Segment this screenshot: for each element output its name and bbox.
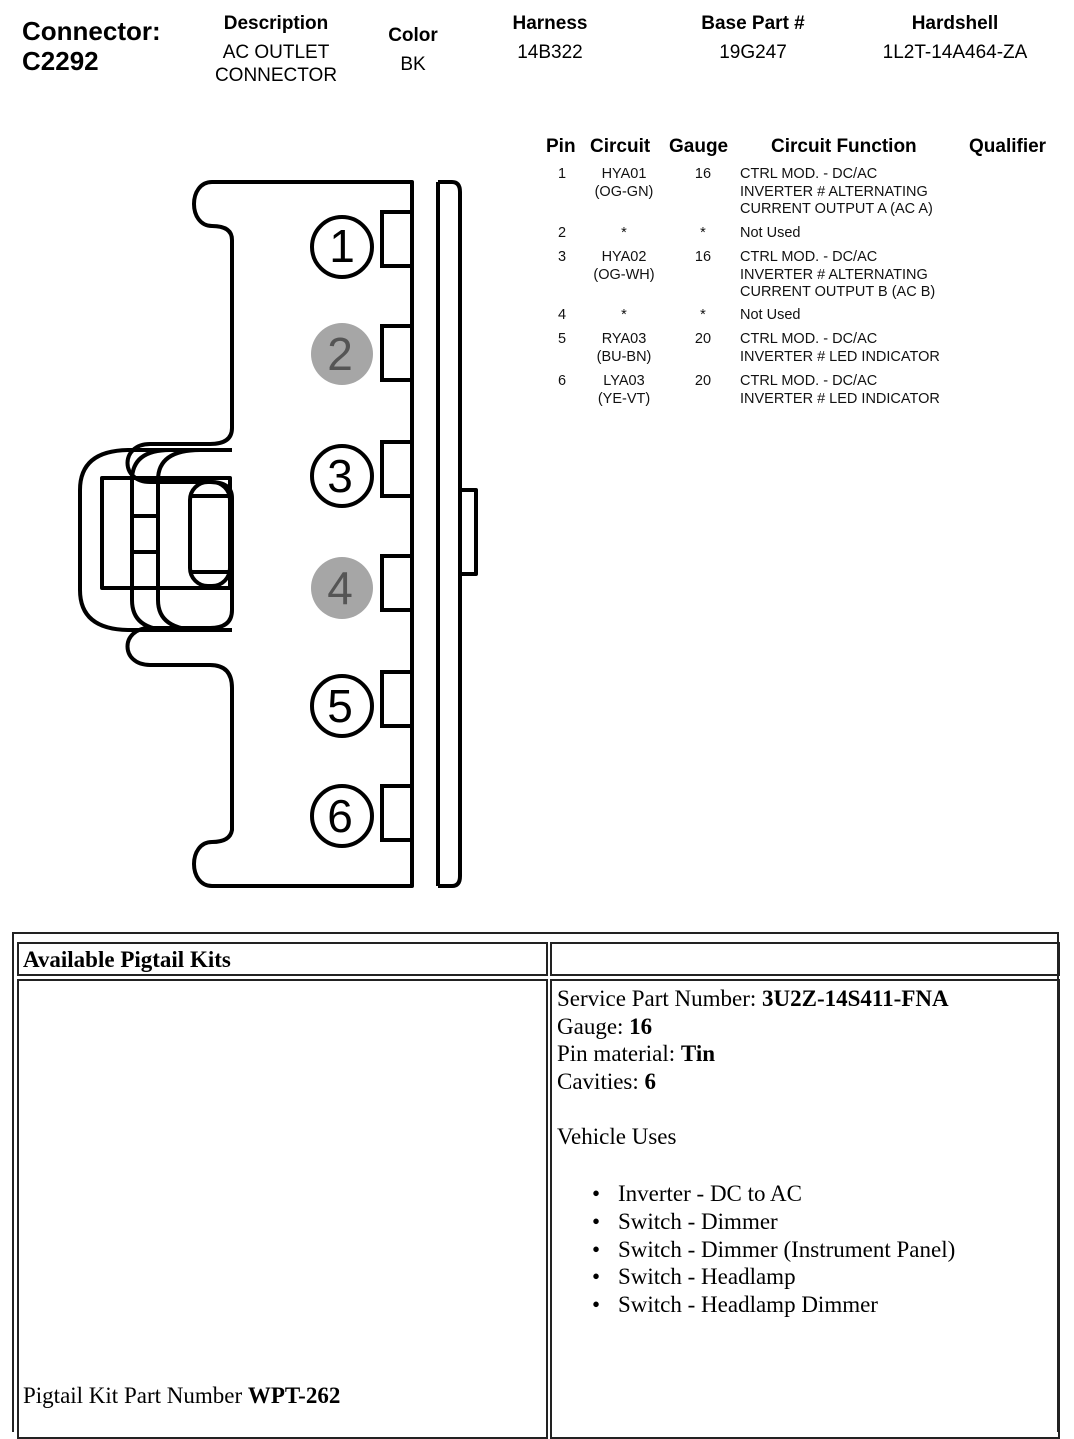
pin-5: 5	[310, 674, 374, 738]
pin-header: Pin	[546, 136, 576, 157]
bullet-icon: •	[592, 1208, 601, 1234]
connector-title: Connector: C2292	[22, 16, 161, 76]
pin-circle	[310, 784, 374, 848]
hardshell-label: Hardshell	[911, 13, 999, 34]
kit-title-cell: Available Pigtail Kits	[17, 942, 548, 976]
cavity-notches	[380, 210, 412, 842]
base-part-block: Base Part # 19G247	[678, 12, 828, 64]
pin-cell: 1	[557, 166, 567, 182]
connector-outline	[78, 180, 478, 888]
harness-value: 14B322	[517, 42, 583, 63]
service-part-number: Service Part Number: 3U2Z-14S411-FNA	[557, 986, 949, 1011]
harness-label: Harness	[512, 13, 588, 34]
color-block: Color BK	[368, 24, 458, 76]
circuit-cell: HYA01(OG-GN)	[594, 166, 654, 200]
function-cell: Not Used	[740, 225, 801, 241]
list-item: •Switch - Headlamp	[592, 1264, 796, 1290]
circuit-cell: *	[621, 307, 627, 323]
base-part-value: 19G247	[719, 42, 787, 63]
circuit-cell: LYA03(YE-VT)	[597, 373, 651, 407]
kit-header-empty-cell	[550, 942, 1060, 976]
bullet-icon: •	[592, 1236, 601, 1262]
list-item: •Switch - Dimmer (Instrument Panel)	[592, 1236, 956, 1262]
list-item: •Inverter - DC to AC	[592, 1181, 802, 1206]
bullet-icon: •	[592, 1264, 601, 1290]
gauge-spec: Gauge: 16	[557, 1014, 653, 1039]
pin-circle	[310, 215, 374, 279]
pigtail-part-value: WPT-262	[247, 1383, 341, 1408]
pin-cell: 4	[557, 307, 567, 323]
kit-details-cell: Service Part Number: 3U2Z-14S411-FNA Gau…	[550, 979, 1060, 1439]
gauge-cell: 20	[694, 373, 712, 389]
description-value-line1: AC OUTLET	[222, 42, 330, 63]
bullet-icon: •	[592, 1181, 601, 1206]
pin-4: 4	[311, 557, 373, 619]
color-label: Color	[388, 25, 438, 46]
pin-6: 6	[310, 784, 374, 848]
pin-1: 1	[310, 215, 374, 279]
base-part-label: Base Part #	[701, 13, 805, 34]
pin-number: 1	[329, 220, 355, 272]
pin-number: 4	[327, 562, 353, 614]
hardshell-value: 1L2T-14A464-ZA	[882, 42, 1028, 63]
gauge-cell: 16	[694, 249, 712, 265]
description-value-line2: CONNECTOR	[214, 65, 338, 86]
connector-label: Connector:	[22, 16, 161, 46]
qualifier-header: Qualifier	[969, 136, 1047, 157]
circuit-cell: HYA02(OG-WH)	[593, 249, 655, 283]
pigtail-part-label: Pigtail Kit Part Number	[23, 1383, 248, 1408]
connector-id: C2292	[22, 46, 99, 76]
connector-diagram: 1 2 3 4 5 6	[78, 180, 478, 888]
pigtail-part-number: Pigtail Kit Part Number WPT-262	[23, 1383, 340, 1409]
gauge-header: Gauge	[669, 136, 729, 157]
color-value: BK	[400, 54, 426, 75]
circuit-cell: *	[621, 225, 627, 241]
kit-title: Available Pigtail Kits	[23, 947, 231, 972]
pin-3: 3	[310, 444, 374, 508]
description-block: Description AC OUTLET CONNECTOR	[196, 12, 356, 87]
cavities-spec: Cavities: 6	[557, 1069, 657, 1094]
circuit-function-header: Circuit Function	[771, 136, 917, 157]
circuit-header: Circuit	[590, 136, 651, 157]
bullet-icon: •	[592, 1292, 601, 1318]
pin-2: 2	[311, 323, 373, 385]
circuit-cell: RYA03(BU-BN)	[596, 331, 652, 365]
pin-number: 5	[327, 680, 353, 732]
pin-circle	[310, 674, 374, 738]
gauge-cell: *	[700, 307, 706, 323]
gauge-cell: 20	[694, 331, 712, 347]
pin-number: 3	[327, 450, 353, 502]
kit-image-cell: Pigtail Kit Part Number WPT-262	[17, 979, 548, 1439]
pin-circle	[310, 444, 374, 508]
pin-material-spec: Pin material: Tin	[557, 1041, 716, 1066]
list-item: •Switch - Headlamp Dimmer	[592, 1292, 878, 1318]
list-item: •Switch - Dimmer	[592, 1208, 778, 1234]
harness-block: Harness 14B322	[488, 12, 612, 64]
pin-circle	[311, 557, 373, 619]
pin-cell: 5	[557, 331, 567, 347]
description-label: Description	[223, 13, 329, 34]
gauge-cell: 16	[694, 166, 712, 182]
pin-cell: 6	[557, 373, 567, 389]
pin-number: 2	[327, 328, 353, 380]
pin-cell: 3	[557, 249, 567, 265]
gauge-cell: *	[700, 225, 706, 241]
vehicle-uses-list: •Inverter - DC to AC •Switch - Dimmer •S…	[592, 1180, 955, 1319]
pin-number: 6	[327, 790, 353, 842]
pin-circle	[311, 323, 373, 385]
pin-cell: 2	[557, 225, 567, 241]
vehicle-uses-label: Vehicle Uses	[557, 1124, 677, 1149]
function-cell: Not Used	[740, 307, 801, 323]
pin-circles: 1 2 3 4 5 6	[310, 215, 374, 848]
hardshell-block: Hardshell 1L2T-14A464-ZA	[860, 12, 1050, 64]
